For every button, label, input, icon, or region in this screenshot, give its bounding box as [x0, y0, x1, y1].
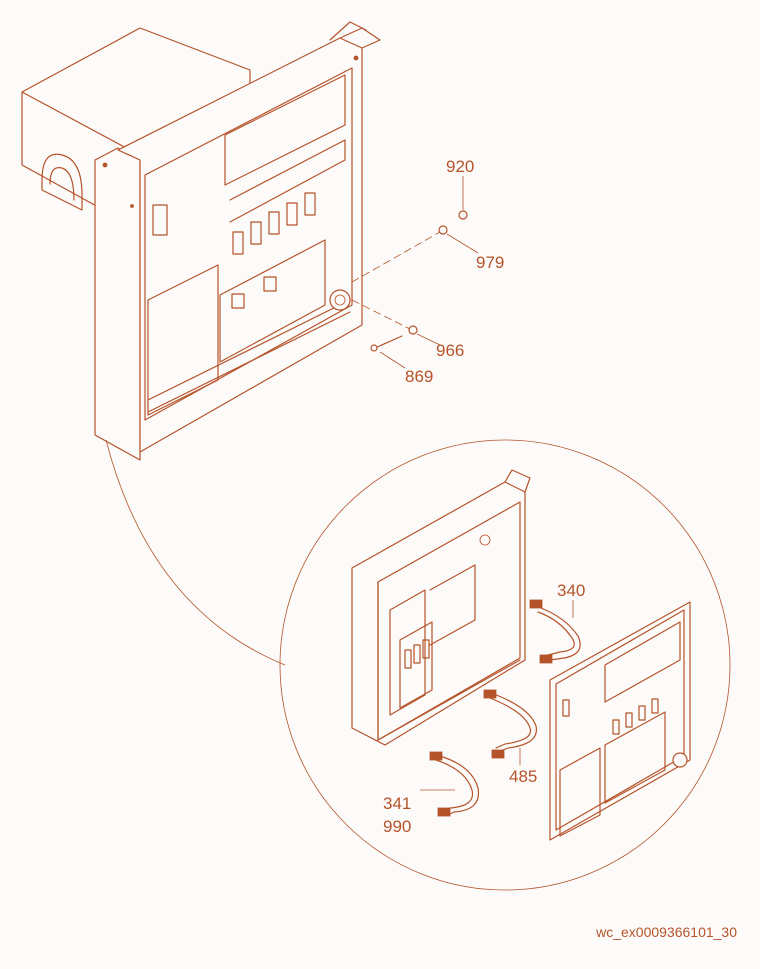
callout-340: 340 — [557, 581, 585, 600]
main-housing — [21, 21, 381, 461]
callout-485: 485 — [509, 767, 537, 786]
exploded-fasteners — [351, 176, 479, 369]
callout-341: 341 — [383, 794, 411, 813]
callout-966: 966 — [436, 341, 464, 360]
detail-view — [105, 439, 731, 891]
callout-979: 979 — [476, 253, 504, 272]
callout-920: 920 — [446, 157, 474, 176]
callout-869: 869 — [405, 367, 433, 386]
reference-code: wc_ex0009366101_30 — [595, 924, 737, 940]
callout-990: 990 — [383, 817, 411, 836]
